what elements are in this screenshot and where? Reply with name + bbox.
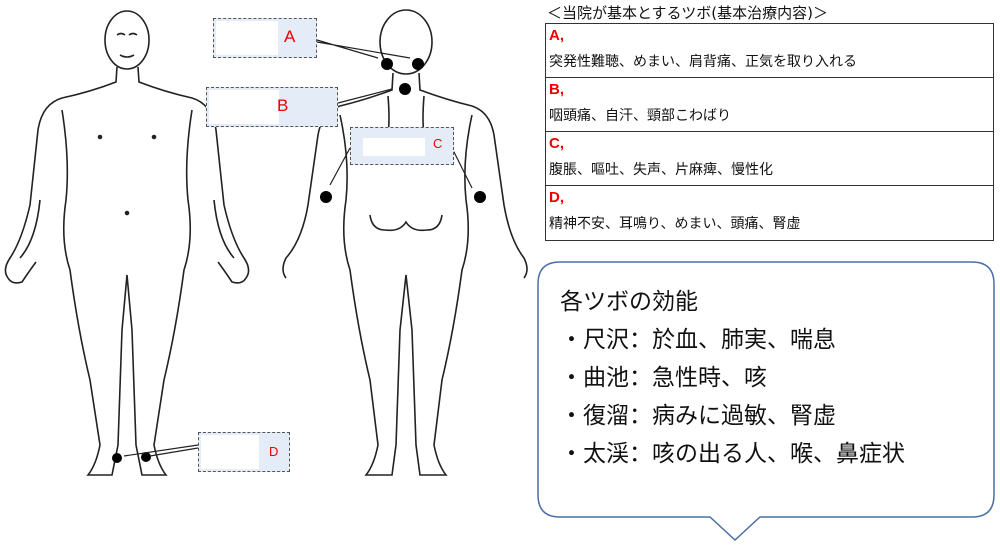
label-box-a: A: [213, 18, 317, 58]
point-c-right: [474, 191, 486, 203]
row-key: C,: [549, 135, 564, 152]
table-row: D, 精神不安、耳鳴り、めまい、頭痛、腎虚: [546, 186, 993, 240]
table-row: A, 突発性難聴、めまい、肩背痛、正気を取り入れる: [546, 24, 993, 78]
row-key: A,: [549, 27, 564, 44]
point-b: [399, 83, 411, 95]
acupoint-table: A, 突発性難聴、めまい、肩背痛、正気を取り入れる B, 咽頭痛、自汗、頸部こわばり…: [545, 23, 994, 241]
callout-item: ・尺沢：於血、肺実、喘息: [560, 327, 836, 353]
label-d: D: [269, 444, 279, 459]
row-key: B,: [549, 81, 564, 98]
point-c-left: [320, 191, 332, 203]
row-desc: 腹脹、嘔吐、失声、片麻痺、慢性化: [549, 162, 773, 178]
point-d-right: [141, 452, 151, 462]
point-d-left: [112, 453, 122, 463]
label-a: A: [284, 27, 296, 46]
body-diagram: [4, 9, 528, 476]
front-body-figure: [4, 10, 250, 476]
label-box-d: D: [198, 432, 290, 472]
label-box-b: B: [206, 87, 338, 127]
label-box-c: C: [350, 127, 454, 165]
callout-item: ・曲池：急性時、咳: [560, 365, 767, 391]
callout-item: ・復溜：病みに過敏、腎虚: [560, 403, 836, 429]
row-desc: 精神不安、耳鳴り、めまい、頭痛、腎虚: [549, 216, 801, 232]
label-b: B: [277, 96, 289, 115]
row-desc: 突発性難聴、めまい、肩背痛、正気を取り入れる: [549, 54, 857, 70]
point-a-right: [412, 58, 424, 70]
table-row: C, 腹脹、嘔吐、失声、片麻痺、慢性化: [546, 132, 993, 186]
callout-heading: 各ツボの効能: [560, 289, 698, 315]
label-c: C: [433, 136, 443, 151]
point-a-left: [381, 58, 393, 70]
row-key: D,: [549, 189, 564, 206]
callout-item: ・太渓：咳の出る人、喉、鼻症状: [560, 441, 905, 467]
table-row: B, 咽頭痛、自汗、頸部こわばり: [546, 78, 993, 132]
table-title: ＜当院が基本とするツボ(基本治療内容)＞: [547, 4, 828, 22]
callout-text: 各ツボの効能 ・尺沢：於血、肺実、喘息 ・曲池：急性時、咳 ・復溜：病みに過敏、…: [560, 283, 905, 473]
back-body-figure: [282, 9, 528, 476]
row-desc: 咽頭痛、自汗、頸部こわばり: [549, 108, 731, 124]
